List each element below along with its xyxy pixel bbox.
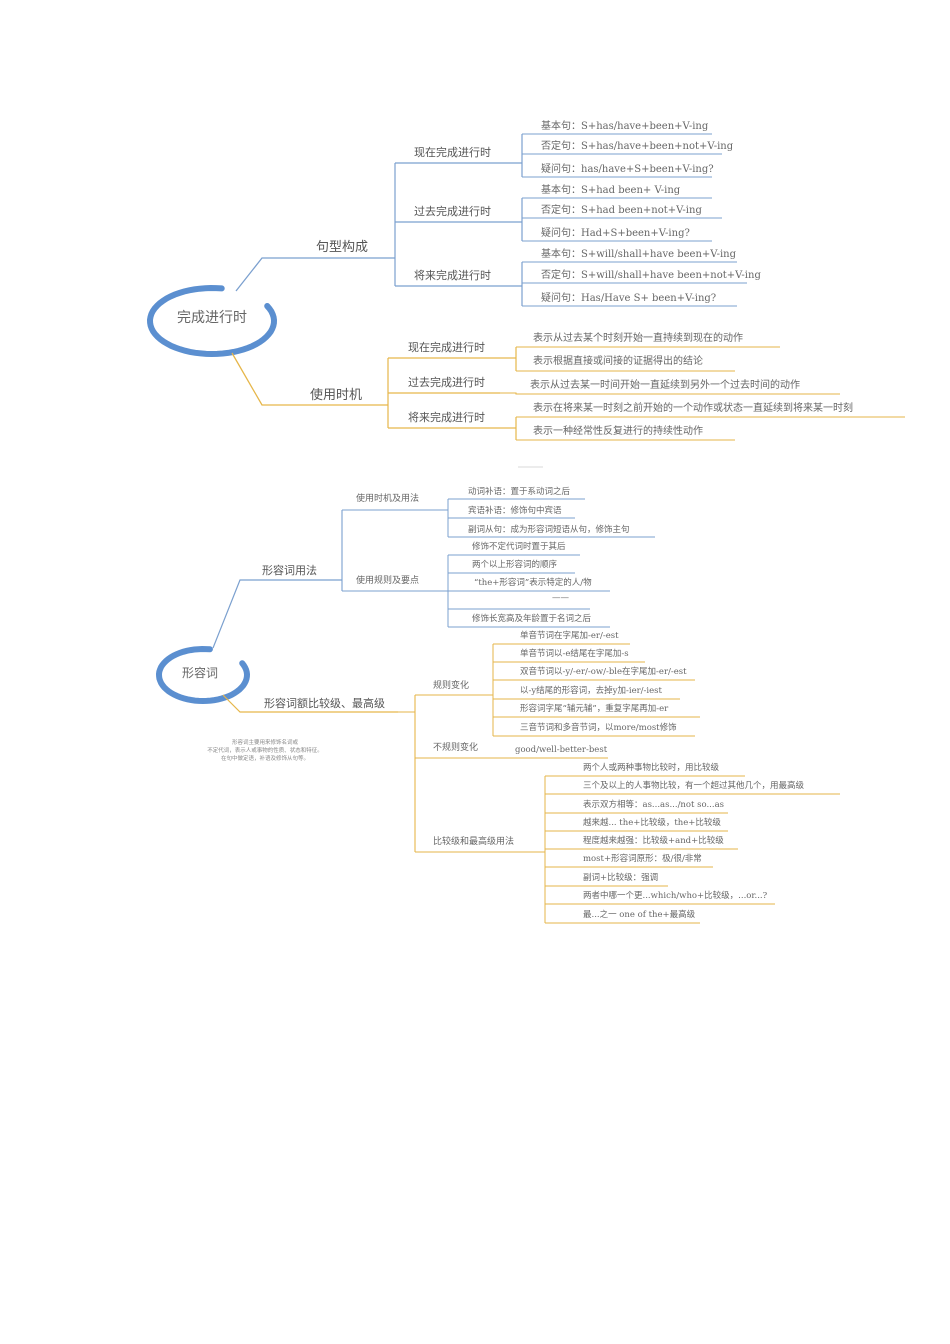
leaf-adj-usage-0-2: 副词从句：成为形容词短语从句，修饰主句: [468, 525, 630, 535]
sub-branch-structure-2: 将来完成进行时: [414, 269, 491, 282]
adjective-note-line-2: 在句中做定语，补语及修饰从句等。: [220, 755, 309, 762]
root-ring-perfect-continuous: [146, 284, 278, 358]
sub-branch-adj-usage-1: 使用规则及要点: [356, 576, 420, 586]
leaf-comp-0-5: 三音节词和多音节词，以more/most修饰: [520, 723, 677, 733]
adjective-note-line-1: 不定代词，表示人或事物的性质、状态和特征。: [207, 747, 323, 754]
sub-branch-comp-2: 比较级和最高级用法: [433, 837, 515, 847]
leaf-usage-0-0: 表示从过去某个时刻开始一直持续到现在的动作: [533, 333, 743, 344]
sub-branch-usage-1: 过去完成进行时: [408, 376, 485, 389]
branch-sentence-structure: 句型构成: [316, 240, 369, 255]
leaf-comp-0-1: 单音节词以-e结尾在字尾加-s: [520, 649, 629, 659]
connector-line: [235, 257, 372, 292]
root-node-adjective: 形容词: [182, 666, 219, 680]
leaf-comp-2-4: 程度越来越强：比较级+and+比较级: [583, 836, 724, 846]
connector-line: [231, 352, 368, 406]
root-ring-adjective: [155, 645, 251, 705]
leaf-adj-usage-0-0: 动词补语：置于系动词之后: [468, 487, 571, 497]
sub-branch-usage-0: 现在完成进行时: [408, 341, 485, 354]
leaf-comp-2-6: 副词+比较级：强调: [583, 873, 659, 883]
leaf-structure-1-0: 基本句：S+had been+ V-ing: [541, 185, 681, 196]
connector-line: [500, 392, 840, 395]
branch-comparative-superlative: 形容词额比较级、最高级: [264, 697, 385, 710]
sub-branch-structure-0: 现在完成进行时: [414, 146, 491, 159]
sub-branch-structure-1: 过去完成进行时: [414, 205, 491, 218]
sub-branch-comp-0: 规则变化: [433, 681, 470, 691]
connector-line: [222, 694, 398, 713]
leaf-comp-2-0: 两个人或两种事物比较时，用比较级: [583, 763, 720, 773]
leaf-comp-2-1: 三个及以上的人事物比较，有一个超过其他几个，用最高级: [583, 781, 805, 791]
sub-branch-usage-2: 将来完成进行时: [408, 411, 485, 424]
leaf-comp-2-3: 越来越... the+比较级，the+比较级: [583, 818, 721, 828]
branch-adjective-usage: 形容词用法: [262, 564, 317, 577]
leaf-comp-2-2: 表示双方相等：as...as.../not so...as: [583, 800, 725, 810]
leaf-structure-0-0: 基本句：S+has/have+been+V-ing: [541, 121, 709, 132]
leaf-comp-2-5: most+形容词原形：极/很/非常: [583, 854, 702, 864]
leaf-adj-usage-1-4: 修饰长宽高及年龄置于名词之后: [472, 614, 592, 624]
leaf-usage-0-1: 表示根据直接或间接的证据得出的结论: [533, 356, 703, 367]
leaf-structure-0-1: 否定句：S+has/have+been+not+V-ing: [541, 141, 734, 152]
leaf-structure-2-2: 疑问句：Has/Have S+ been+V-ing?: [541, 293, 717, 304]
leaf-comp-1-0: good/well-better-best: [515, 745, 608, 755]
root-node-perfect-continuous: 完成进行时: [177, 310, 247, 326]
leaf-comp-0-3: 以-y结尾的形容词，去掉y加-ier/-iest: [520, 686, 662, 696]
leaf-usage-1-0: 表示从过去某一时间开始一直延续到另外一个过去时间的动作: [530, 380, 800, 391]
leaf-adj-usage-1-1: 两个以上形容词的顺序: [472, 560, 558, 570]
leaf-adj-usage-1-0: 修饰不定代词时置于其后: [472, 542, 566, 552]
leaf-comp-2-8: 最...之一 one of the+最高级: [583, 910, 696, 920]
leaf-comp-0-2: 双音节词以-y/-er/-ow/-ble在字尾加-er/-est: [520, 667, 687, 677]
leaf-usage-2-0: 表示在将来某一时刻之前开始的一个动作或状态一直延续到将来某一时刻: [533, 403, 853, 414]
leaf-comp-0-4: 形容词字尾“辅元辅”，重复字尾再加-er: [520, 704, 669, 714]
leaf-usage-2-1: 表示一种经常性反复进行的持续性动作: [533, 426, 703, 437]
leaf-structure-1-2: 疑问句：Had+S+been+V-ing?: [541, 228, 690, 239]
sub-branch-comp-1: 不规则变化: [433, 743, 479, 753]
leaf-structure-0-2: 疑问句：has/have+S+been+V-ing?: [541, 164, 714, 175]
leaf-adj-usage-0-1: 宾语补语：修饰句中宾语: [468, 506, 562, 516]
branch-usage-timing: 使用时机: [310, 388, 363, 403]
sub-branch-adj-usage-0: 使用时机及用法: [356, 494, 420, 504]
adjective-note-line-0: 形容词主要用来修饰名词或: [231, 740, 298, 746]
leaf-comp-2-7: 两者中哪一个更...which/who+比较级，...or...?: [583, 891, 768, 901]
leaf-comp-0-0: 单音节词在字尾加-er/-est: [520, 631, 619, 641]
connector-line: [212, 579, 342, 649]
leaf-structure-1-1: 否定句：S+had been+not+V-ing: [541, 205, 702, 216]
leaf-adj-usage-1-2: “the+形容词”表示特定的人/物: [474, 578, 592, 588]
leaf-structure-2-1: 否定句：S+will/shall+have been+not+V-ing: [541, 270, 761, 281]
adjective-note: 形容词主要用来修饰名词或不定代词，表示人或事物的性质、状态和特征。在句中做定语，…: [180, 740, 350, 764]
leaf-structure-2-0: 基本句：S+will/shall+have been+V-ing: [541, 249, 736, 260]
leaf-adj-usage-1-3: ——: [552, 593, 569, 603]
